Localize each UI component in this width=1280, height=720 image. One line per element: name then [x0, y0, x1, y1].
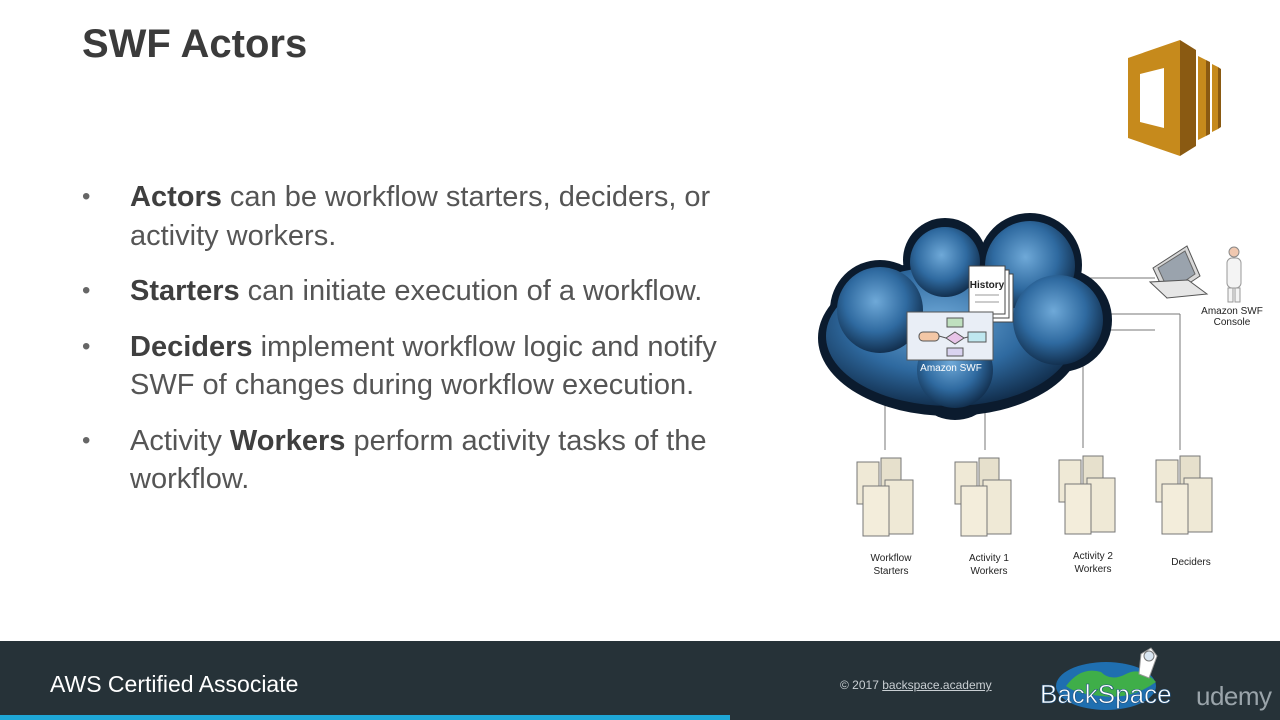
- bullet-deciders: •Deciders implement workflow logic and n…: [82, 328, 782, 405]
- server-label: Activity 1: [969, 553, 1009, 564]
- bullet-dot: •: [82, 277, 91, 304]
- person-icon: [1226, 246, 1242, 303]
- aws-swf-logo-icon: [1128, 40, 1221, 156]
- bullet-dot: •: [82, 183, 91, 210]
- backspace-logo: BackSpace: [1040, 647, 1172, 710]
- bullet-dot: •: [82, 426, 91, 454]
- server-label-2: Workers: [1074, 564, 1111, 575]
- brand-name: BackSpace: [1040, 679, 1172, 709]
- bullet-actors: •Actors can be workflow starters, decide…: [82, 178, 782, 255]
- server-icon: [954, 457, 1012, 537]
- laptop-icon: [1148, 245, 1209, 299]
- course-title: AWS Certified Associate: [50, 671, 299, 697]
- server-label-2: Workers: [970, 566, 1007, 577]
- footer-bar: AWS Certified Associate © 2017 backspace…: [0, 641, 1280, 720]
- bullet-list: •Actors can be workflow starters, decide…: [82, 178, 782, 516]
- server-icon: [856, 457, 914, 537]
- server-icon: [1058, 455, 1116, 535]
- copyright-link[interactable]: backspace.academy: [882, 678, 992, 692]
- video-progress-bar[interactable]: [0, 715, 730, 720]
- workflow-window-icon: [906, 311, 994, 361]
- bullet-workers: •Activity Workers perform activity tasks…: [82, 422, 782, 499]
- console-label-line2: Console: [1214, 317, 1251, 328]
- udemy-logo: udemy: [1196, 681, 1272, 711]
- bullet-dot: •: [82, 332, 91, 360]
- server-cluster-starters: Workflow Starters: [856, 457, 914, 577]
- cloud-label: Amazon SWF: [920, 363, 982, 374]
- server-label-2: Starters: [873, 566, 908, 577]
- history-label: History: [970, 280, 1005, 291]
- copyright: © 2017 backspace.academy: [840, 678, 992, 692]
- server-icon: [1155, 455, 1213, 535]
- server-label: Deciders: [1171, 557, 1210, 568]
- server-cluster-activity1: Activity 1 Workers: [954, 457, 1012, 577]
- server-label: Activity 2: [1073, 551, 1113, 562]
- console-label-line1: Amazon SWF: [1201, 306, 1263, 317]
- swf-architecture-diagram: History Amazon SWF Amazon SWF Console: [818, 213, 1263, 577]
- server-cluster-deciders: Deciders: [1155, 455, 1213, 568]
- server-label: Workflow: [871, 553, 913, 564]
- bullet-starters: •Starters can initiate execution of a wo…: [82, 272, 782, 311]
- server-cluster-activity2: Activity 2 Workers: [1058, 455, 1116, 575]
- slide-title: SWF Actors: [82, 22, 308, 66]
